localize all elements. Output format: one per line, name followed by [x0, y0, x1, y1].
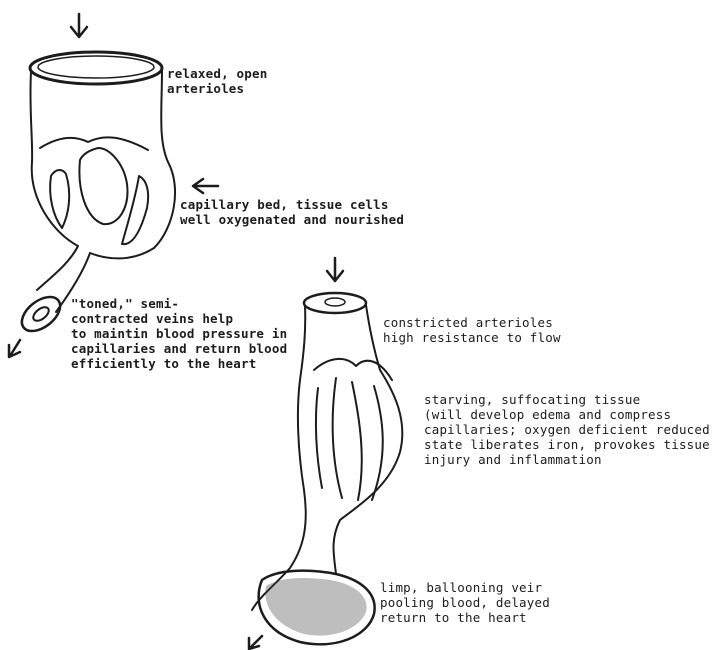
diseased-branch-2	[331, 377, 343, 499]
capillary-bed-label: capillary bed, tissue cells well oxygena…	[180, 197, 405, 227]
healthy-branch-left	[49, 169, 71, 229]
open-arteriole-rim	[28, 50, 164, 86]
toned-vein-outlet	[20, 295, 62, 333]
arrow-down-left-icon	[7, 338, 22, 359]
arrow-down-icon	[69, 12, 89, 39]
healthy-arteriole-split	[39, 136, 149, 151]
toned-veins-label: "toned," semi- contracted veins help to …	[71, 296, 288, 371]
diseased-vessel-outline	[251, 304, 404, 611]
arrow-down-left-icon	[247, 634, 264, 650]
diseased-branch-4	[371, 385, 384, 501]
healthy-branch-right	[121, 175, 150, 246]
diseased-branch-1	[314, 387, 323, 489]
relaxed-arterioles-label: relaxed, open arterioles	[167, 66, 268, 96]
ballooning-vein	[257, 569, 376, 646]
arrow-down-icon	[325, 256, 345, 283]
constricted-arteriole-rim	[302, 291, 368, 315]
starving-tissue-label: starving, suffocating tissue (will devel…	[424, 392, 710, 467]
healthy-vessel	[20, 50, 176, 333]
diseased-arteriole-split	[313, 358, 393, 381]
ballooning-vein-label: limp, ballooning veir pooling blood, del…	[380, 580, 550, 625]
constricted-arterioles-label: constricted arterioles high resistance t…	[383, 315, 561, 345]
healthy-capillary-loop	[78, 147, 129, 226]
diseased-vessel	[251, 291, 404, 646]
arrow-left-icon	[191, 177, 220, 195]
healthy-vessel-outline	[29, 69, 176, 313]
diseased-branch-3	[351, 381, 363, 501]
